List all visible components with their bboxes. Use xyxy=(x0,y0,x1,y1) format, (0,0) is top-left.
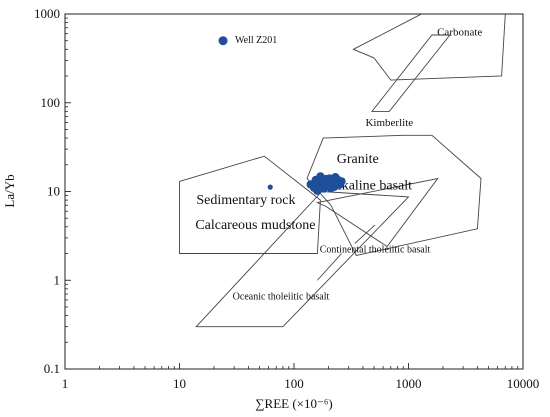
line-continental-tholeiitic-basalt xyxy=(354,224,376,244)
region-kimberlite xyxy=(371,34,451,112)
data-point xyxy=(267,184,273,190)
y-tick-label: 100 xyxy=(41,95,61,110)
label-sedimentary-rock: Sedimentary rock xyxy=(196,193,295,208)
legend: Well Z201 xyxy=(218,35,277,46)
legend-label: Well Z201 xyxy=(235,35,277,46)
label-oceanic-tholeiitic-basalt: Oceanic tholeiitic basalt xyxy=(233,291,330,302)
label-continental-tholeiitic-basalt: Continental tholeiitic basalt xyxy=(320,245,431,256)
y-axis-ticks: 0.1 1 10 100 1000 xyxy=(34,6,71,376)
x-tick-label: 10 xyxy=(173,376,186,391)
label-alkaline-basalt: Alkaline basalt xyxy=(328,178,412,193)
x-axis-ticks: 1 10 100 1000 10000 xyxy=(62,363,540,391)
y-tick-label: 10 xyxy=(47,184,60,199)
x-tick-label: 1000 xyxy=(396,376,422,391)
y-tick-label: 0.1 xyxy=(44,361,60,376)
x-tick-label: 10000 xyxy=(507,376,540,391)
x-tick-label: 1 xyxy=(62,376,69,391)
data-points xyxy=(267,172,346,195)
y-tick-label: 1000 xyxy=(34,6,60,21)
data-point xyxy=(337,177,346,186)
regions xyxy=(179,13,506,328)
region-oceanic-tholeiitic-basalt xyxy=(195,191,410,328)
label-granite: Granite xyxy=(337,152,379,167)
x-axis-title: ∑REE (×10⁻⁶) xyxy=(255,396,332,411)
region-sedimentary-rock xyxy=(179,155,321,254)
y-axis-title: La/Yb xyxy=(2,174,17,207)
label-carbonate: Carbonate xyxy=(437,27,482,39)
legend-marker xyxy=(218,36,228,46)
y-tick-label: 1 xyxy=(54,272,61,287)
region-carbonate xyxy=(352,13,506,81)
region-alkaline-basalt xyxy=(315,177,439,248)
label-calcareous-mudstone: Calcareous mudstone xyxy=(195,218,315,233)
line-oceanic-tholeiitic-basalt xyxy=(317,253,342,281)
label-kimberlite: Kimberlite xyxy=(365,117,413,129)
x-tick-label: 100 xyxy=(284,376,304,391)
region-lines xyxy=(317,224,376,281)
